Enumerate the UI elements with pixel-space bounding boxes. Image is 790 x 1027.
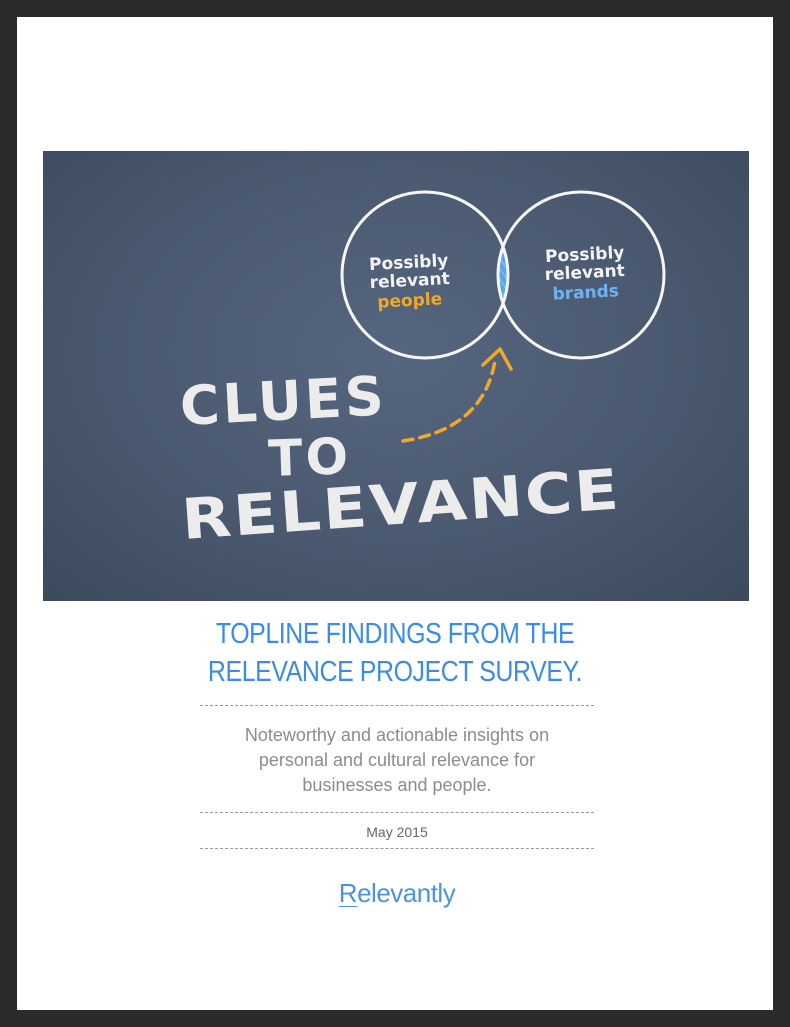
relevantly-logo: Relevantly	[200, 877, 594, 909]
document-page: Possibly relevant people Possibly releva…	[17, 17, 773, 1010]
divider-1	[200, 705, 594, 706]
divider-2	[200, 812, 594, 813]
report-subtitle: Noteworthy and actionable insights on pe…	[200, 723, 594, 798]
arrowhead-icon	[481, 347, 513, 371]
people-circle-line1: Possibly	[369, 251, 449, 275]
headline-line2: TO	[267, 427, 352, 488]
arrow-icon	[401, 359, 497, 443]
people-circle-line2: relevant	[369, 269, 450, 293]
subtitle-line1: Noteworthy and actionable insights on	[244, 725, 550, 745]
report-title-line2: RELEVANCE PROJECT SURVEY.	[207, 656, 583, 688]
logo-rest: elevantly	[357, 878, 456, 908]
subtitle-line2: personal and cultural relevance for	[258, 750, 536, 770]
headline-line3: RELEVANCE	[179, 457, 622, 553]
venn-diagram: Possibly relevant people Possibly releva…	[178, 190, 666, 553]
report-date: May 2015	[366, 824, 428, 840]
brands-circle-line2: relevant	[544, 261, 625, 285]
brands-circle-line3: brands	[552, 281, 619, 304]
headline-line1: CLUES	[178, 364, 388, 438]
divider-3	[200, 848, 594, 849]
people-circle-line3: people	[377, 289, 443, 312]
report-title: TOPLINE FINDINGS FROM THE RELEVANCE PROJ…	[70, 615, 720, 691]
brands-circle-line1: Possibly	[545, 243, 625, 267]
brands-circle	[496, 190, 666, 360]
report-title-line1: TOPLINE FINDINGS FROM THE	[215, 618, 575, 650]
logo-first-letter: R	[338, 878, 358, 908]
people-circle	[340, 190, 510, 360]
subtitle-line3: businesses and people.	[302, 775, 492, 795]
cover-image-chalkboard: Possibly relevant people Possibly releva…	[43, 151, 749, 601]
